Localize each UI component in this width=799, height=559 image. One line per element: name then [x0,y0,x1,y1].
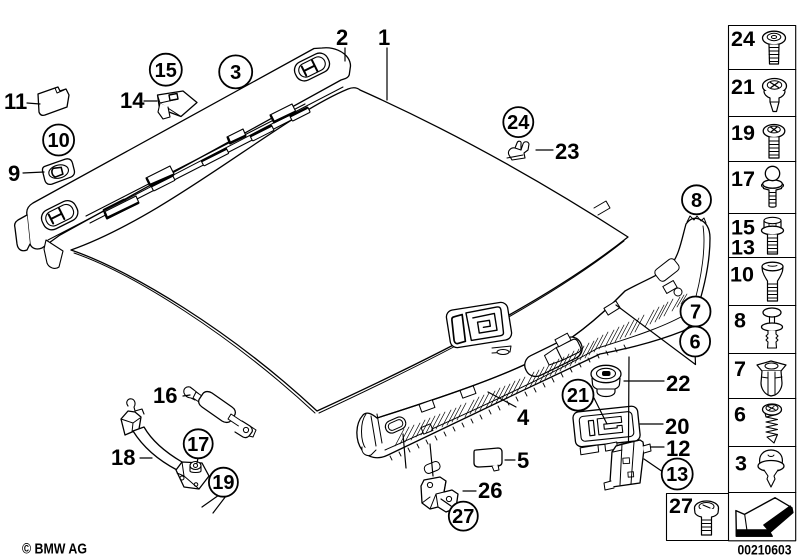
svg-text:3: 3 [735,451,747,475]
svg-text:20: 20 [665,414,689,439]
svg-text:22: 22 [666,371,690,396]
svg-text:3: 3 [230,62,241,84]
svg-text:7: 7 [734,357,746,381]
svg-text:27: 27 [452,506,474,528]
svg-text:© BMW AG: © BMW AG [22,541,87,558]
svg-text:8: 8 [691,190,702,212]
svg-text:10: 10 [47,130,69,152]
svg-text:5: 5 [517,448,529,473]
svg-text:24: 24 [731,27,755,51]
svg-text:13: 13 [666,464,688,486]
svg-text:19: 19 [212,472,234,494]
svg-text:12: 12 [666,436,690,461]
svg-text:1: 1 [378,25,390,50]
svg-text:10: 10 [730,262,754,286]
svg-text:18: 18 [111,445,135,470]
svg-text:19: 19 [731,121,755,145]
svg-text:14: 14 [120,88,145,113]
svg-text:21: 21 [731,75,755,99]
svg-text:16: 16 [153,383,177,408]
svg-text:6: 6 [690,332,701,354]
svg-text:23: 23 [555,139,579,164]
svg-text:13: 13 [731,236,755,260]
svg-text:00210603: 00210603 [738,543,792,558]
svg-text:21: 21 [567,385,589,407]
svg-text:8: 8 [734,309,746,333]
svg-text:7: 7 [690,302,701,324]
svg-text:24: 24 [507,112,530,134]
svg-text:6: 6 [734,403,746,427]
svg-text:9: 9 [8,161,20,186]
svg-text:15: 15 [155,60,177,82]
svg-text:2: 2 [336,25,348,50]
svg-text:17: 17 [731,167,755,191]
svg-text:26: 26 [478,478,502,503]
svg-text:15: 15 [731,216,755,240]
svg-text:4: 4 [517,405,530,430]
svg-text:11: 11 [4,89,27,114]
svg-text:27: 27 [669,494,693,518]
svg-text:17: 17 [187,434,209,456]
